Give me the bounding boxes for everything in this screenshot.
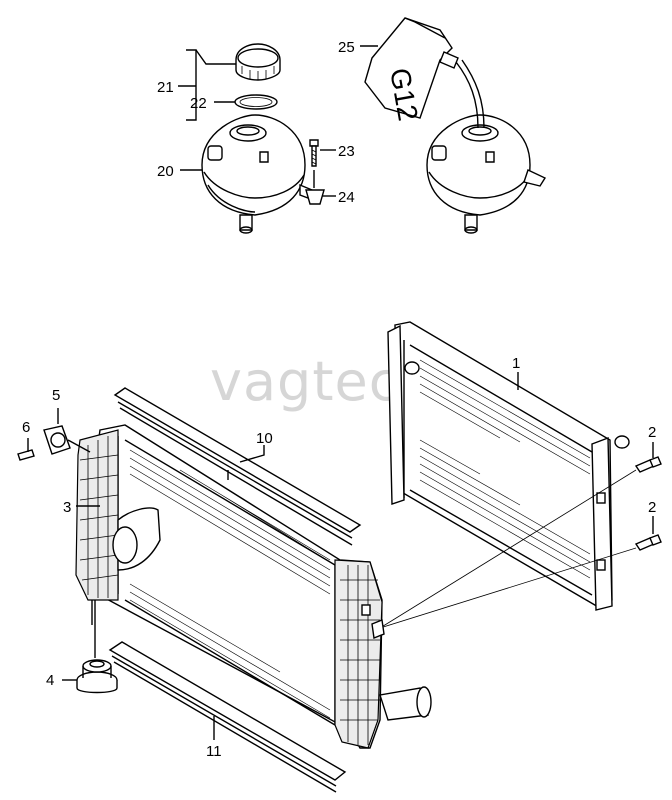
label-part-21: 21 [157,79,174,96]
leaders-top-left [178,49,336,197]
cooler-grid-left [79,436,119,598]
label-part-2-upper: 2 [648,424,656,441]
air-guide-bottom [108,641,347,793]
coolant-jug: G12 [364,17,485,129]
charge-air-cooler [75,424,432,749]
bolt-and-clip [305,139,325,205]
radiator-core-hatching [419,359,591,579]
label-part-24: 24 [338,189,355,206]
label-part-4: 4 [46,672,54,689]
label-part-2-lower: 2 [648,499,656,516]
label-part-10: 10 [256,430,273,447]
label-part-20: 20 [157,163,174,180]
tank-cap [235,43,281,81]
air-guide-top [113,387,362,546]
cooler-core-hatching [129,449,331,719]
expansion-tank-filling [426,114,547,234]
part-labels: 1 2 2 3 4 5 6 10 11 20 21 22 23 24 25 [22,39,656,760]
leaders-main [76,372,519,507]
label-part-6: 6 [22,419,30,436]
label-part-23: 23 [338,143,355,160]
grommet [62,600,118,694]
cooler-grid-right [340,565,380,745]
label-part-22: 22 [190,95,207,112]
screws [379,442,662,629]
label-part-25: 25 [338,39,355,56]
label-part-11: 11 [206,743,222,760]
radiator [387,321,630,611]
bracket-and-screw [17,408,91,461]
o-ring [234,94,278,110]
label-part-1: 1 [512,355,520,372]
expansion-tank [201,114,313,234]
label-part-3: 3 [63,499,71,516]
label-part-5: 5 [52,387,60,404]
